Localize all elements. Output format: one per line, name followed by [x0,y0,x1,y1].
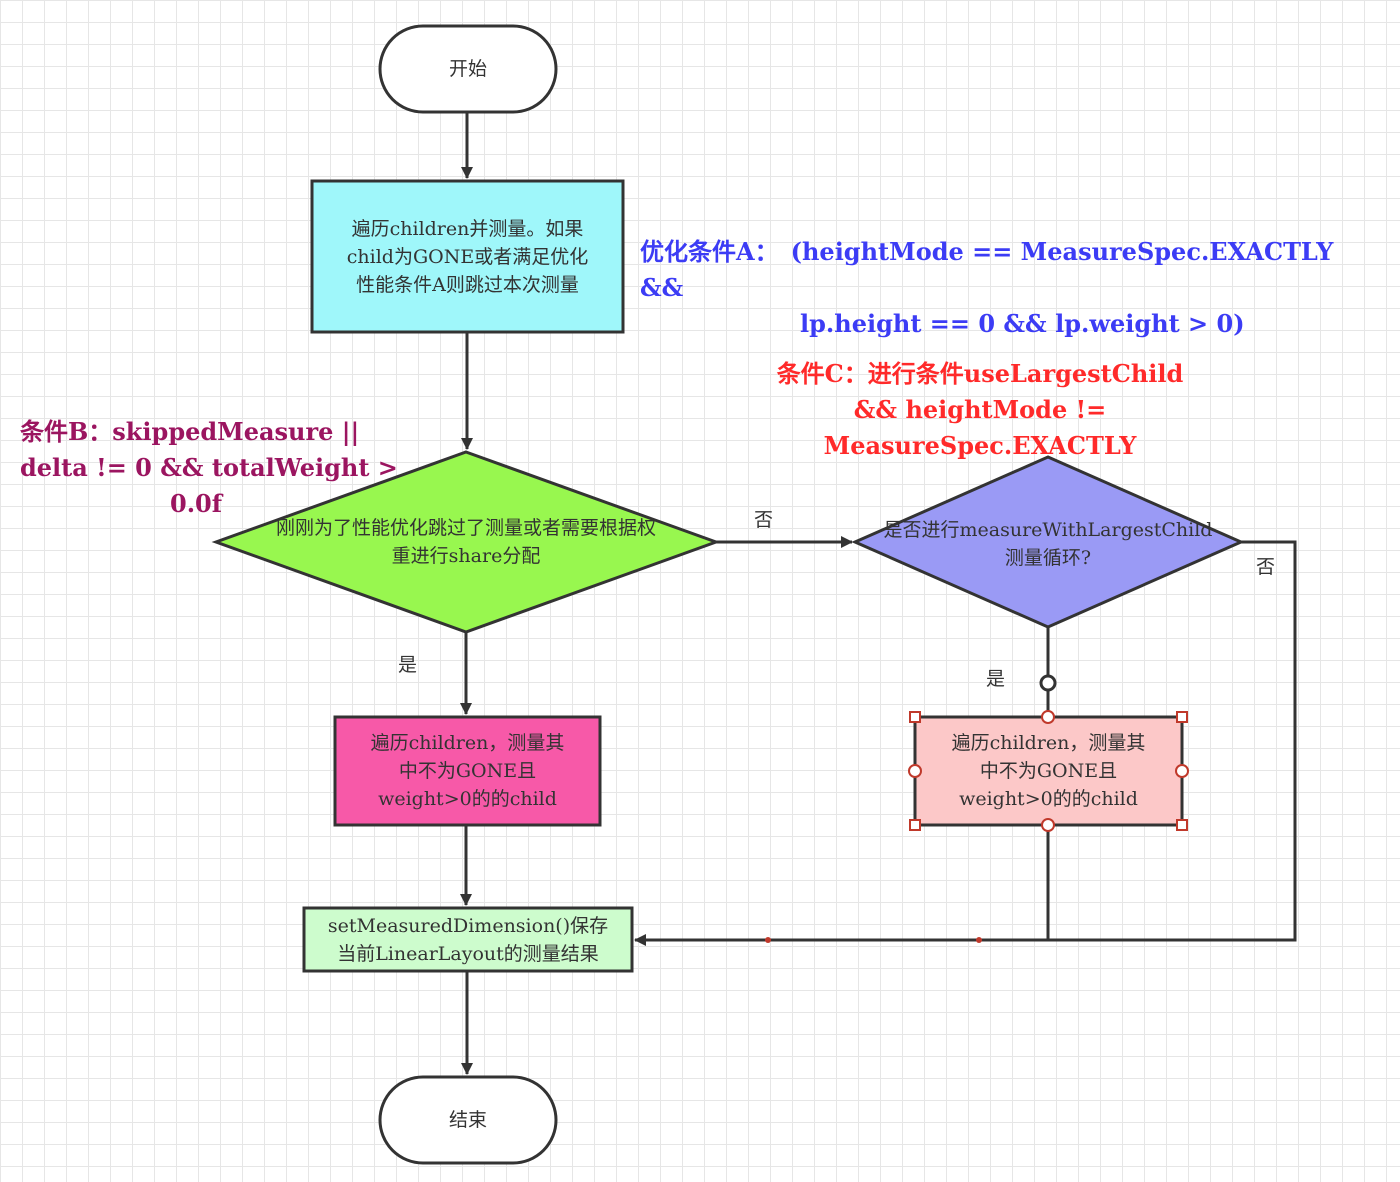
traverse-measure-process[interactable] [310,179,625,334]
resize-handle[interactable] [1176,819,1188,831]
selection-handles[interactable] [908,674,1189,832]
edge-selected-to-set[interactable] [634,825,1050,946]
decision-c-text: 是否进行measureWithLargestChild 测量循环? [883,519,1213,569]
set-dimension-process[interactable] [302,906,634,973]
set-dimension-text: setMeasuredDimension()保存 当前LinearLayout的… [327,914,609,965]
edge-label-b-no: 否 [754,509,774,531]
condition-b-note: 条件B：skippedMeasure || delta != 0 && tota… [20,417,398,518]
measure-weighted-selected-text: 遍历children，测量其 中不为GONE且 weight>0的的child [951,732,1146,810]
decision-b-text: 刚刚为了性能优化跳过了测量或者需要根据权 重进行share分配 [275,517,656,567]
condition-c-note: 条件C：进行条件useLargestChild && heightMode !=… [776,359,1184,460]
measure-weighted-text: 遍历children，测量其 中不为GONE且 weight>0的的child [370,732,565,810]
waypoint-dot [976,937,982,943]
resize-handle[interactable] [1041,710,1055,724]
resize-handle[interactable] [1176,711,1188,723]
edge-label-c-no: 否 [1256,556,1276,578]
edge-label-b-yes: 是 [398,654,418,676]
resize-handle[interactable] [909,711,921,723]
resize-handle[interactable] [1041,818,1055,832]
start-label: 开始 [448,58,487,80]
measure-weighted-process[interactable] [333,715,602,827]
condition-a-note: 优化条件A： (heightMode == MeasureSpec.EXACTL… [640,237,1334,338]
resize-handle[interactable] [908,764,922,778]
edge-label-c-yes: 是 [986,668,1006,690]
waypoint-dot [765,937,771,943]
connection-point[interactable] [1039,674,1057,692]
edge-decision-c-no[interactable] [1048,540,1297,942]
end-terminal[interactable] [378,1075,558,1165]
traverse-measure-text: 遍历children并测量。如果 child为GONE或者满足优化 性能条件A则… [346,217,589,296]
end-label: 结束 [448,1109,487,1131]
resize-handle[interactable] [909,819,921,831]
resize-handle[interactable] [1175,764,1189,778]
